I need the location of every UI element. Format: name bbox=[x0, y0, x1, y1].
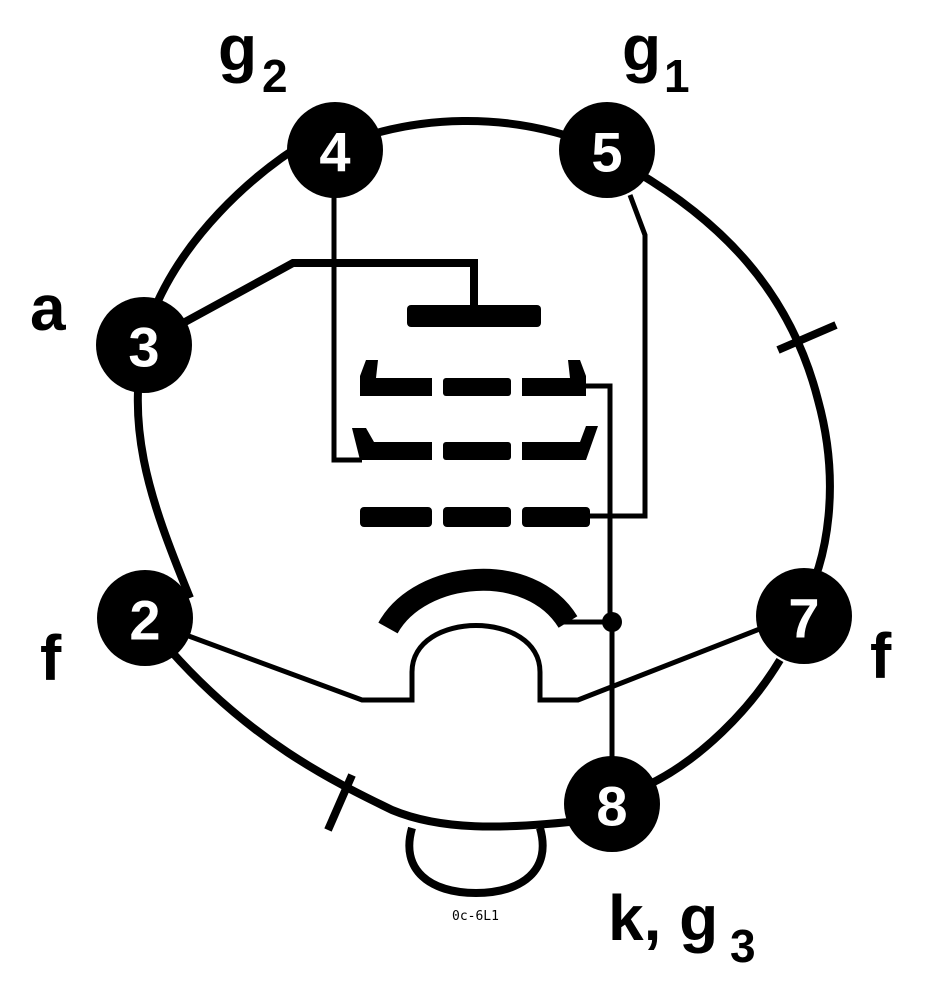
pin-8: 8 bbox=[564, 756, 660, 852]
pin-7: 7 bbox=[756, 568, 852, 664]
pin-2-label: f bbox=[40, 622, 62, 694]
pin-5-label: g 1 bbox=[622, 12, 690, 102]
cathode bbox=[378, 568, 622, 772]
envelope-outline bbox=[133, 117, 834, 898]
pin-8-label: k, g 3 bbox=[608, 882, 756, 972]
pin-4-number: 4 bbox=[319, 121, 350, 184]
pin-2-number: 2 bbox=[129, 589, 160, 652]
anode-plate bbox=[183, 259, 541, 327]
pin-7-label: f bbox=[870, 620, 892, 692]
pin-5-number: 5 bbox=[591, 121, 622, 184]
tick-mark-right bbox=[776, 321, 838, 354]
pin-8-label-main: k, g bbox=[608, 882, 718, 954]
heater-filament bbox=[185, 622, 771, 703]
suppressor-grid bbox=[360, 360, 613, 620]
pin-3-label: a bbox=[30, 272, 66, 344]
control-grid bbox=[360, 194, 648, 527]
pin-5-label-sub: 1 bbox=[664, 50, 690, 102]
pin-3: 3 bbox=[96, 297, 192, 393]
pin-7-number: 7 bbox=[788, 587, 819, 650]
pin-4-label: g 2 bbox=[218, 12, 288, 102]
pin-3-number: 3 bbox=[128, 316, 159, 379]
pin-4-label-sub: 2 bbox=[262, 50, 288, 102]
pin-5-label-main: g bbox=[622, 12, 661, 84]
pin-8-number: 8 bbox=[596, 775, 627, 838]
pin-4-label-main: g bbox=[218, 12, 257, 84]
screen-grid bbox=[331, 196, 598, 463]
pin-8-label-sub: 3 bbox=[730, 920, 756, 972]
diagram-code: 0c-6L1 bbox=[452, 909, 499, 924]
pin-4: 4 bbox=[287, 102, 383, 198]
pin-2: 2 bbox=[97, 570, 193, 666]
tick-mark-bottom-left bbox=[324, 773, 356, 832]
pin-5: 5 bbox=[559, 102, 655, 198]
